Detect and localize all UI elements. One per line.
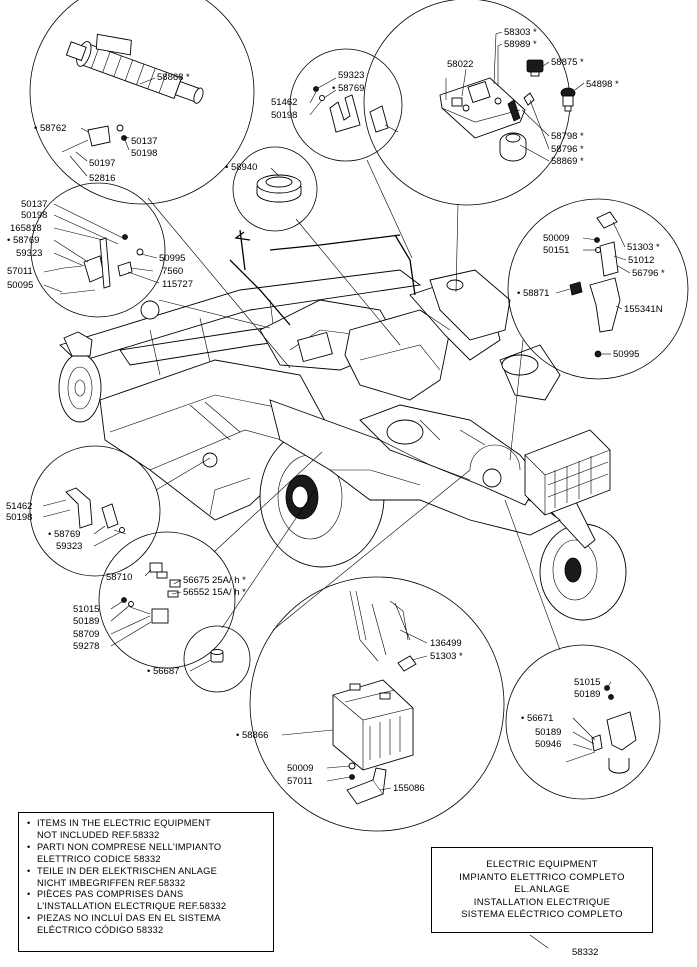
callout-50189: 50189 [535, 727, 561, 738]
callout-51015: 51015 [574, 677, 600, 688]
callout-56675: 56675 25A/ h * [183, 575, 246, 586]
callout-52816: 52816 [89, 173, 115, 184]
assembly-code: 58332 [572, 947, 599, 958]
callout-58022: 58022 [447, 59, 473, 70]
note-item-english: • ITEMS IN THE ELECTRIC EQUIPMENT NOT IN… [27, 818, 267, 842]
callout-50946: 50946 [535, 739, 561, 750]
callout-58769: • 58769 [332, 83, 364, 94]
callout-51015: 51015 [73, 604, 99, 615]
assembly-title-box: ELECTRIC EQUIPMENT IMPIANTO ELETTRICO CO… [431, 847, 653, 933]
callout-59278: 59278 [73, 641, 99, 652]
callout-54898: 54898 * [586, 79, 619, 90]
callout-58989: 58989 * [504, 39, 537, 50]
callout-155086: 155086 [393, 783, 425, 794]
callout-labels: 58868 * • 58762 50137 50198 50197 52816 … [6, 27, 665, 794]
callout-50995: 50995 [613, 349, 639, 360]
note-line: PIÈCES PAS COMPRISES DANS [37, 889, 184, 900]
callout-56671: • 56671 [521, 713, 553, 724]
callout-58709: 58709 [73, 629, 99, 640]
part-drawings [59, 33, 637, 805]
callout-50009: 50009 [543, 233, 569, 244]
callout-50189: 50189 [574, 689, 600, 700]
callout-50151: 50151 [543, 245, 569, 256]
callout-50198: 50198 [6, 512, 32, 523]
title-line-spanish: SISTEMA ELÉCTRICO COMPLETO [461, 909, 623, 921]
callout-50198: 50198 [131, 148, 157, 159]
note-line: ELETTRICO CODICE 58332 [37, 853, 161, 864]
note-line: TEILE IN DER ELEKTRISCHEN ANLAGE [37, 865, 217, 876]
callout-58769: • 58769 [48, 529, 80, 540]
title-line-english: ELECTRIC EQUIPMENT [486, 859, 598, 870]
note-item-french: • PIÈCES PAS COMPRISES DANS L'INSTALLATI… [27, 889, 267, 913]
callout-58940: • 58940 [225, 162, 257, 173]
callout-51462: 51462 [6, 501, 32, 512]
callout-50197: 50197 [89, 158, 115, 169]
detail-circles [29, 0, 689, 832]
callout-59323: 59323 [16, 248, 42, 259]
callout-58796: 58796 * [551, 144, 584, 155]
callout-50198: 50198 [271, 110, 297, 121]
callout-58868: 58868 * [157, 72, 190, 83]
excluded-parts-note: • ITEMS IN THE ELECTRIC EQUIPMENT NOT IN… [18, 812, 274, 952]
title-line-french: INSTALLATION ELECTRIQUE [473, 896, 611, 908]
callout-51012: 51012 [628, 255, 654, 266]
note-line: ITEMS IN THE ELECTRIC EQUIPMENT [37, 818, 211, 828]
note-item-spanish: • PIEZAS NO INCLUÍ DAS EN EL SISTEMA ELÉ… [27, 913, 267, 937]
callout-58871: • 58871 [517, 288, 549, 299]
callout-56552: 56552 15A/ h * [183, 587, 246, 598]
note-bullet: • [27, 913, 31, 924]
callout-58303: 58303 * [504, 27, 537, 38]
note-line: PARTI NON COMPRESE NELL'IMPIANTO [37, 841, 222, 852]
callout-51303: 51303 * [627, 242, 660, 253]
mower-body-drawing [58, 229, 627, 621]
title-line-italian: IMPIANTO ELETTRICO COMPLETO [459, 871, 625, 883]
callout-50009: 50009 [287, 763, 313, 774]
note-line: PIEZAS NO INCLUÍ DAS EN EL SISTEMA [37, 913, 221, 924]
callout-50137: 50137 [21, 199, 47, 210]
callout-59323: 59323 [56, 541, 82, 552]
callout-136499: 136499 [430, 638, 462, 649]
callout-58710: 58710 [106, 572, 132, 583]
callout-57011: 57011 [7, 266, 33, 277]
callout-51303: 51303 * [430, 651, 463, 662]
note-item-italian: • PARTI NON COMPRESE NELL'IMPIANTO ELETT… [27, 842, 267, 866]
note-bullet: • [27, 818, 31, 828]
note-bullet: • [27, 889, 31, 900]
callout-7560: 7560 [162, 266, 183, 277]
note-bullet: • [27, 865, 31, 876]
callout-58875: 58875 * [551, 57, 584, 68]
note-item-german: • TEILE IN DER ELEKTRISCHEN ANLAGE NICHT… [27, 866, 267, 890]
leader-lines [147, 159, 561, 949]
callout-155341n: 155341N [624, 304, 663, 315]
note-line: NICHT IMBEGRIFFEN REF.58332 [37, 877, 186, 888]
callout-57011: 57011 [287, 776, 313, 787]
callout-58769: • 58769 [7, 235, 39, 246]
callout-50137: 50137 [131, 136, 157, 147]
callout-58866: • 58866 [236, 730, 268, 741]
callout-115727: 115727 [162, 279, 193, 290]
callout-58762: • 58762 [34, 123, 66, 134]
callout-56687: • 56687 [147, 666, 179, 677]
callout-50995: 50995 [159, 253, 185, 264]
callout-56796: 56796 * [632, 268, 665, 279]
callout-59323: 59323 [338, 70, 364, 81]
callout-58798: 58798 * [551, 131, 584, 142]
callout-51462: 51462 [271, 97, 297, 108]
callout-leaders [42, 31, 631, 791]
callout-50095: 50095 [7, 280, 33, 291]
note-line: L'INSTALLATION ELECTRIQUE REF.58332 [37, 901, 227, 912]
note-bullet: • [27, 841, 31, 852]
title-line-german: EL.ANLAGE [514, 884, 570, 896]
note-line: ELÉCTRICO CÓDIGO 58332 [37, 925, 164, 936]
callout-165818: 165818 [10, 223, 42, 234]
callout-50198: 50198 [21, 210, 47, 221]
callout-50189: 50189 [73, 616, 99, 627]
note-line: NOT INCLUDED REF.58332 [37, 829, 160, 840]
callout-58869: 58869 * [551, 156, 584, 167]
